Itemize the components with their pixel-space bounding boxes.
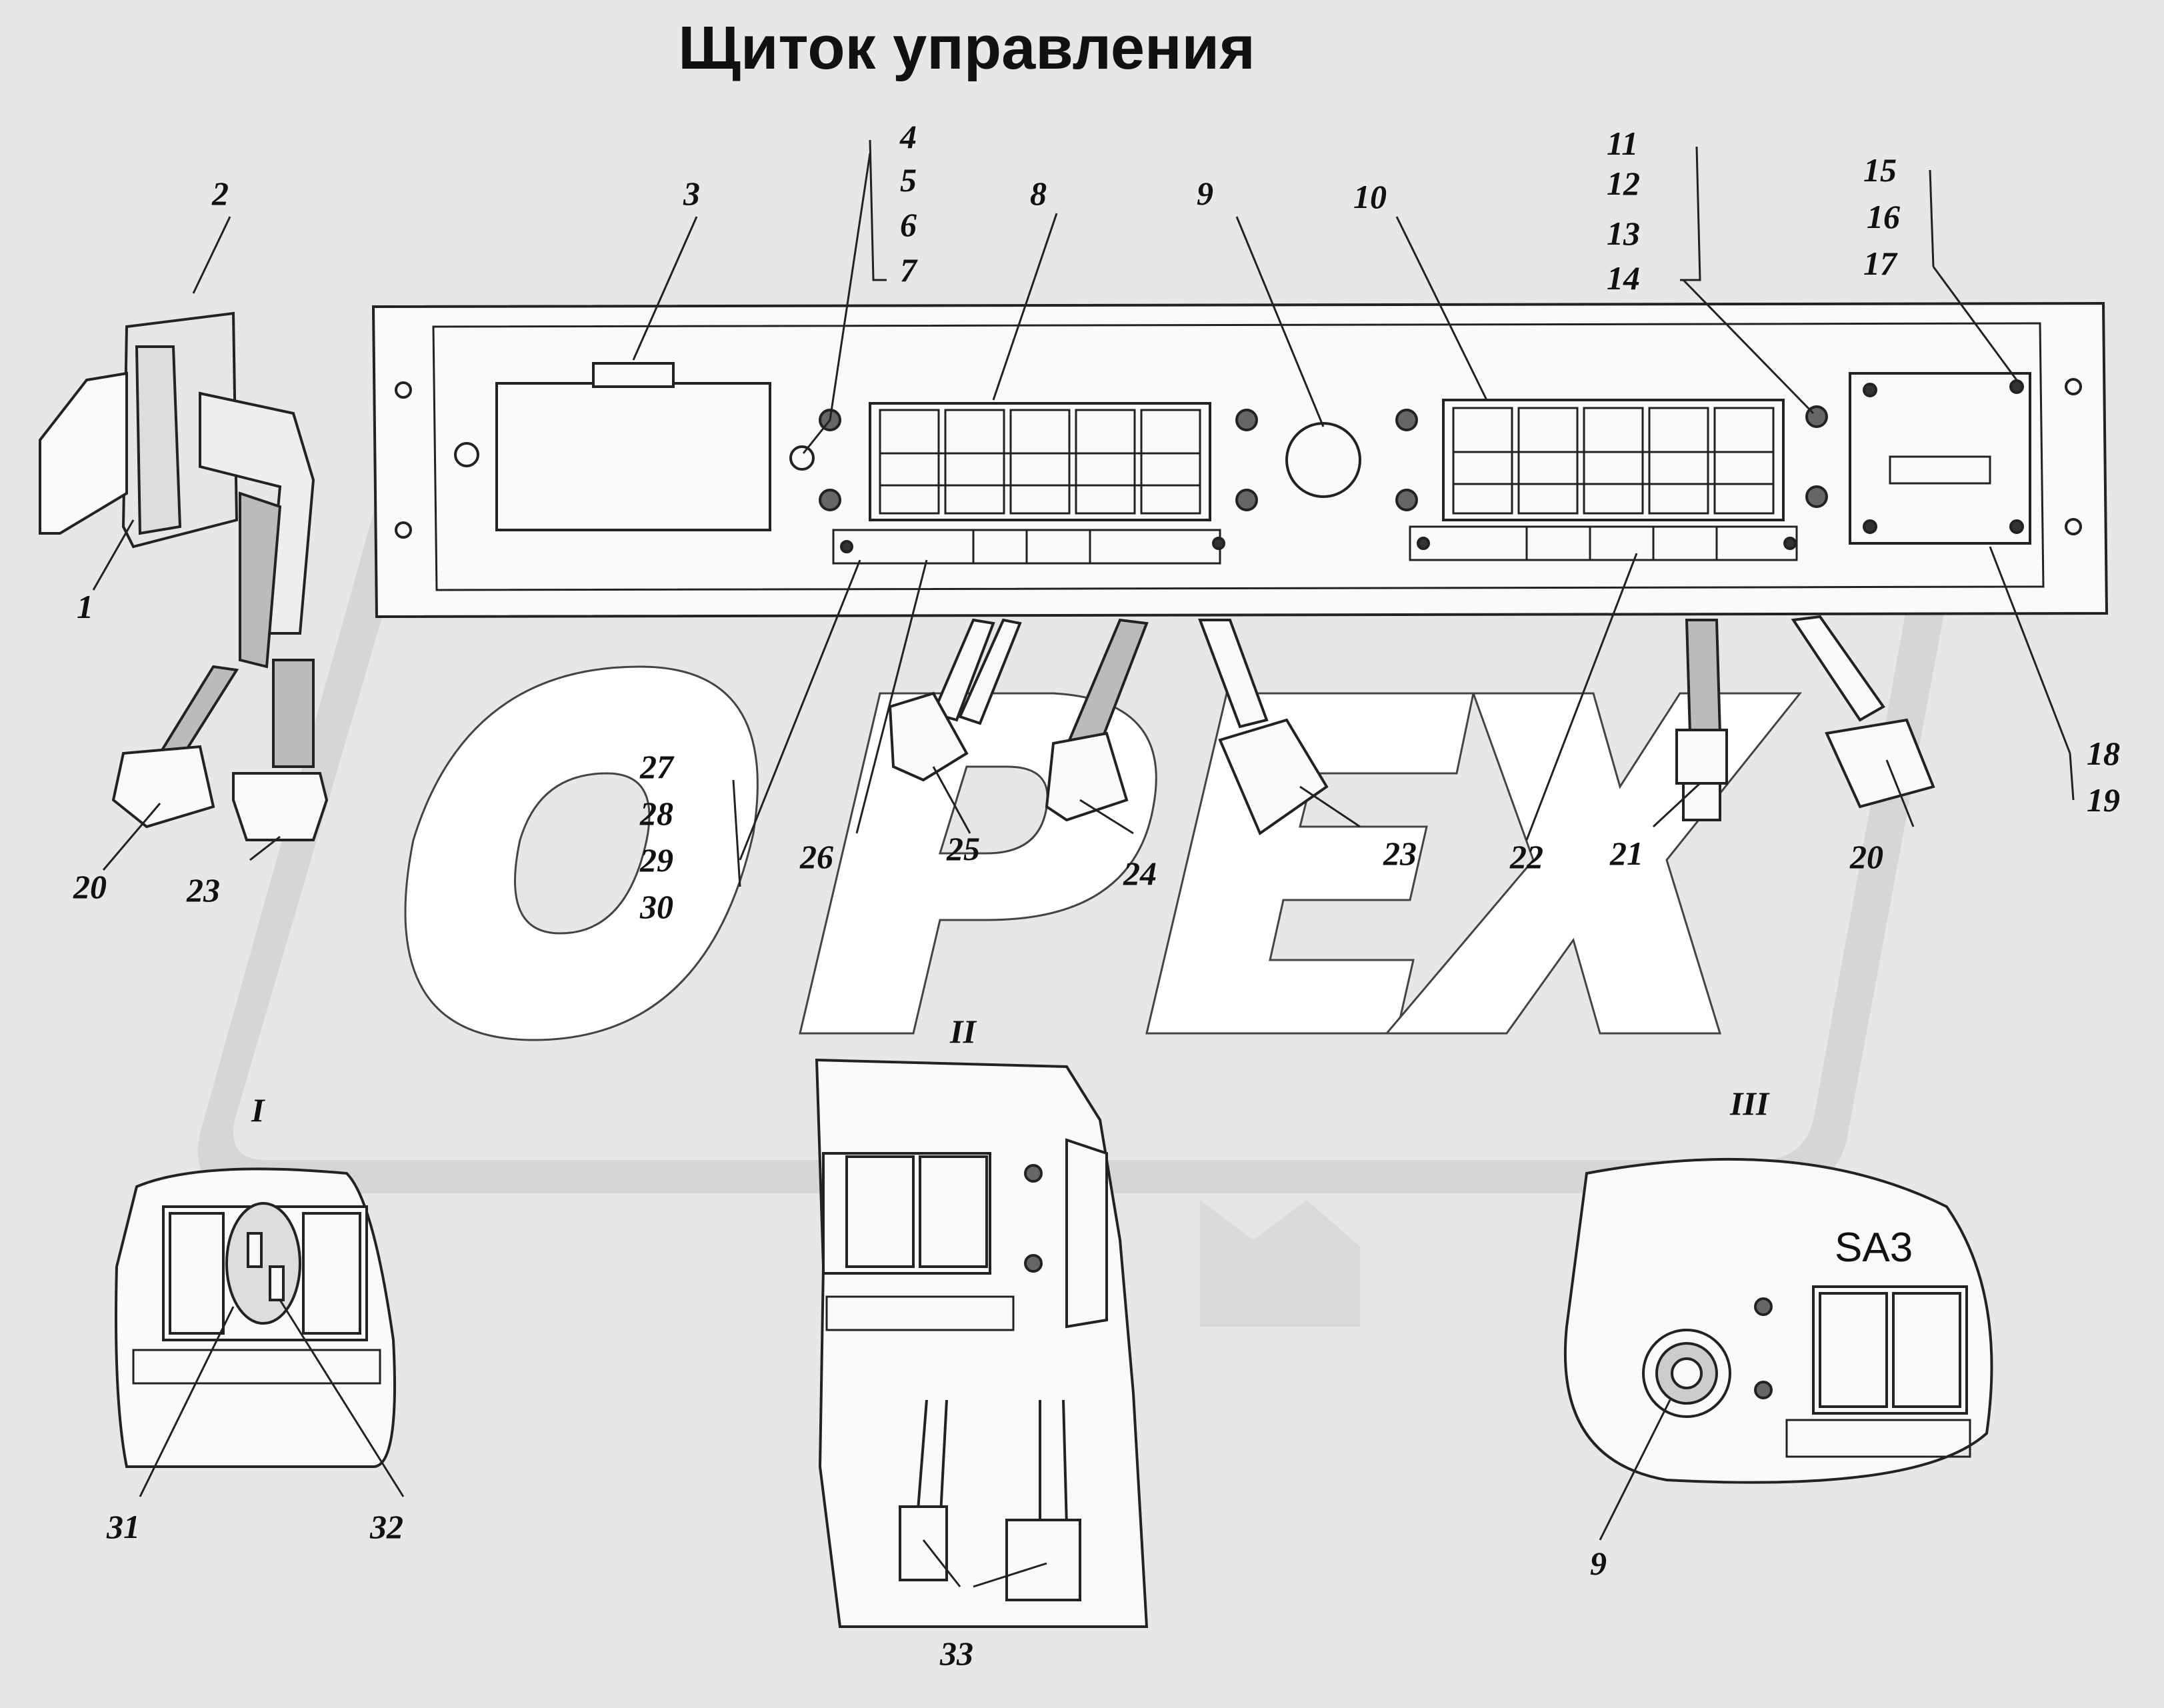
callout-18: 18 xyxy=(2087,735,2120,772)
left-assembly xyxy=(39,311,329,841)
callout-23-left: 23 xyxy=(187,871,220,909)
callout-19: 19 xyxy=(2087,781,2120,819)
control-panel xyxy=(371,301,2109,619)
callout-9-detail: 9 xyxy=(1590,1545,1607,1582)
callout-32: 32 xyxy=(370,1508,403,1545)
callout-3: 3 xyxy=(683,175,700,212)
callout-1: 1 xyxy=(77,588,93,625)
view-iii xyxy=(1563,1157,1993,1484)
callout-20: 20 xyxy=(1850,838,1883,875)
callout-13: 13 xyxy=(1607,215,1640,252)
callout-26: 26 xyxy=(800,838,833,875)
callout-29: 29 xyxy=(640,841,673,879)
callout-11: 11 xyxy=(1607,125,1639,162)
diagram-title: Щиток управления xyxy=(678,14,1255,82)
leader-lines xyxy=(92,139,2075,1588)
callout-12: 12 xyxy=(1607,165,1640,202)
wiring xyxy=(888,615,1935,836)
view-label-iii: III xyxy=(1730,1085,1769,1122)
callout-17: 17 xyxy=(1863,245,1897,282)
view-i xyxy=(115,1167,396,1468)
callout-33: 33 xyxy=(940,1635,973,1672)
callout-20-left: 20 xyxy=(73,868,107,905)
callout-25: 25 xyxy=(947,830,980,867)
callout-23: 23 xyxy=(1383,835,1417,872)
callout-31: 31 xyxy=(107,1508,140,1545)
view-ii xyxy=(815,1058,1149,1628)
callout-22: 22 xyxy=(1510,838,1543,875)
callout-24: 24 xyxy=(1123,855,1157,892)
callout-5: 5 xyxy=(900,161,917,199)
callout-4: 4 xyxy=(900,118,917,155)
callout-9-panel: 9 xyxy=(1197,175,1213,212)
panel-label-sa3: SA3 xyxy=(1835,1225,1913,1271)
callout-21: 21 xyxy=(1610,835,1643,872)
callout-30: 30 xyxy=(640,888,673,925)
callout-8: 8 xyxy=(1030,175,1047,212)
callout-28: 28 xyxy=(640,795,673,832)
view-label-i: I xyxy=(251,1091,265,1129)
callout-10: 10 xyxy=(1353,178,1387,215)
callout-16: 16 xyxy=(1867,198,1900,235)
callout-27: 27 xyxy=(640,748,673,785)
callout-2: 2 xyxy=(212,175,229,212)
callout-14: 14 xyxy=(1607,259,1640,297)
watermark xyxy=(197,307,1963,1327)
view-label-ii: II xyxy=(950,1013,976,1050)
callout-6: 6 xyxy=(900,206,917,243)
callout-7: 7 xyxy=(900,251,917,289)
callout-15: 15 xyxy=(1863,151,1897,189)
